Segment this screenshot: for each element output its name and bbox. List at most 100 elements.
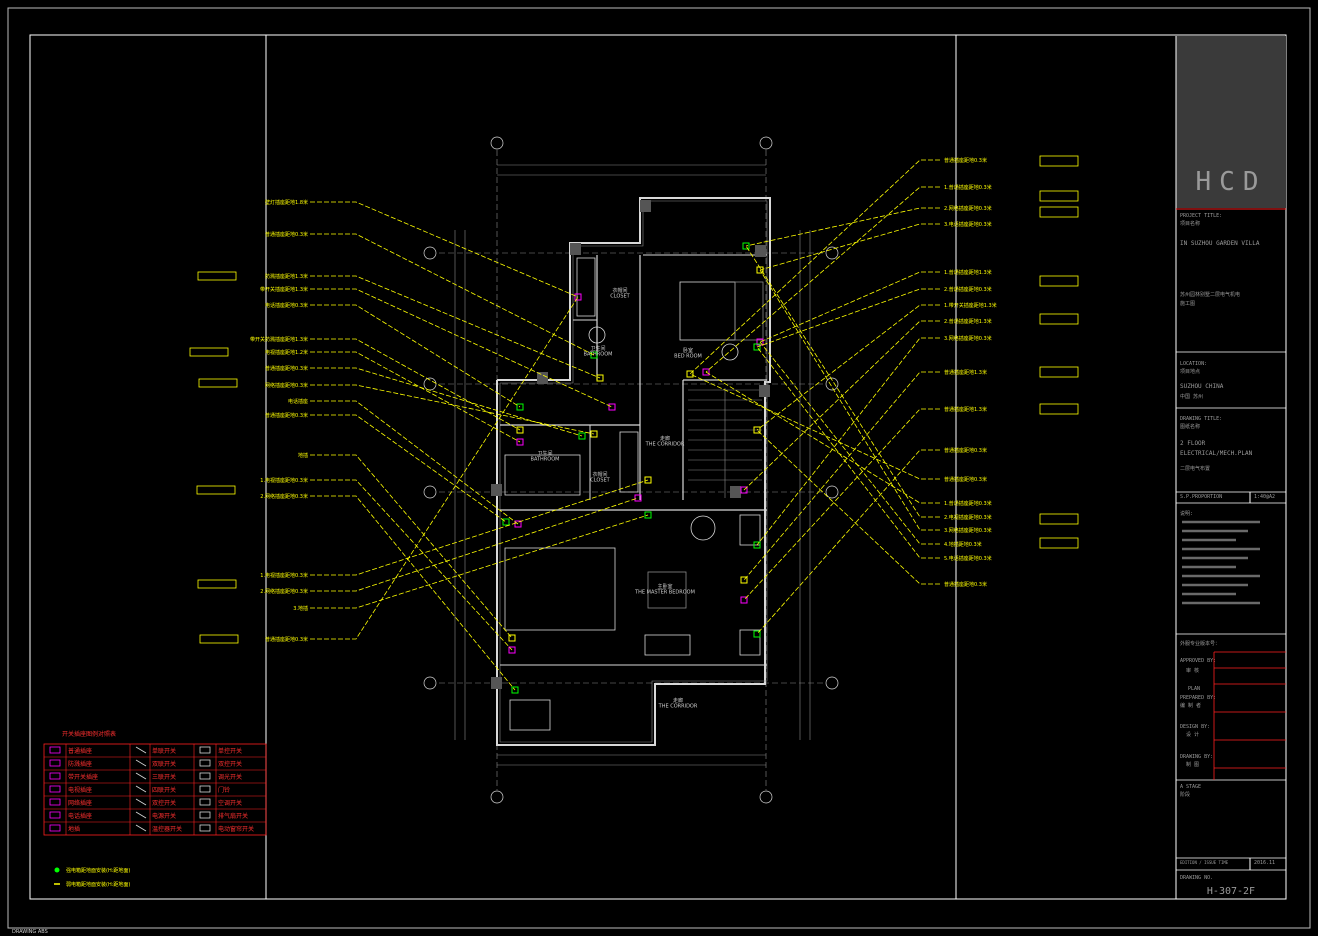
legend-item-b-5: 电源开关 <box>152 812 176 820</box>
right-leader-8 <box>756 337 940 546</box>
socket-symbol-11 <box>508 634 516 642</box>
legend-item-b-3: 四联开关 <box>152 786 176 794</box>
left-label-8: 网络插座距地0.3米 <box>265 382 308 389</box>
right-leader-16 <box>759 341 940 545</box>
column-5 <box>491 484 502 496</box>
bench <box>644 634 691 656</box>
title-block-text-8: 中国 苏州 <box>1180 393 1203 400</box>
column-6 <box>491 677 502 689</box>
title-block-text-16: 说明: <box>1180 510 1193 517</box>
grid-bubble-11 <box>825 676 839 690</box>
title-block-text-5: LOCATION: <box>1180 361 1207 367</box>
grid-bubble-5 <box>825 246 839 260</box>
legend-sym-a-5 <box>49 811 61 819</box>
bed-top <box>679 281 736 341</box>
grid-bubble-9 <box>825 485 839 499</box>
title-block-text-25: DRAWING BY: <box>1180 754 1213 760</box>
right-label-8: 3.网络插座距地0.3米 <box>944 335 992 342</box>
left-leader-5 <box>310 338 521 431</box>
right-leader-11 <box>756 449 940 635</box>
title-block-text-23: DESIGN BY: <box>1180 724 1210 730</box>
right-leader-3 <box>759 223 940 271</box>
socket-symbol-23 <box>753 426 761 434</box>
right-label-11: 普通插座距地0.3米 <box>944 447 987 454</box>
left-badge-1 <box>189 347 229 357</box>
legend-item-b-6: 温控器开关 <box>152 825 182 833</box>
left-leader-17 <box>310 296 579 640</box>
right-label-3: 3.电话插座距地0.3米 <box>944 221 992 228</box>
legend-item-a-5: 电话插座 <box>68 812 92 820</box>
right-label-15: 3.网络插座距地0.3米 <box>944 527 992 534</box>
left-badge-4 <box>197 579 237 589</box>
legend-sym-c-1 <box>199 759 211 767</box>
grid-bubble-2 <box>490 790 504 804</box>
title-block-text-0: PROJECT TITLE: <box>1180 213 1222 219</box>
left-label-10: 普通插座距地0.3米 <box>265 412 308 419</box>
left-label-16: 3.地插 <box>293 605 308 612</box>
legend-item-c-2: 调光开关 <box>218 773 242 781</box>
legend-item-a-6: 地插 <box>68 825 80 833</box>
socket-symbol-14 <box>644 476 652 484</box>
right-label-2: 2.网络插座距地0.3米 <box>944 205 992 212</box>
right-label-13: 1.普通插座距地0.3米 <box>944 500 992 507</box>
corner-chair <box>509 699 551 731</box>
closet-rack-mid <box>619 431 639 493</box>
left-badge-3 <box>196 485 236 495</box>
toilet-top <box>588 326 606 344</box>
grid-bubble-7 <box>825 377 839 391</box>
title-block-text-11: 2 FLOOR <box>1180 440 1206 447</box>
right-badge-0 <box>1039 155 1079 167</box>
right-label-16: 4.地插距地0.3米 <box>944 541 982 548</box>
title-block-text-31: DRAWING NO. <box>1180 875 1213 881</box>
grid-bubble-4 <box>423 246 437 260</box>
right-badge-6 <box>1039 403 1079 415</box>
left-label-17: 普通插座距地0.3米 <box>265 636 308 643</box>
title-block-text-28: 阶段 <box>1180 791 1190 798</box>
right-badge-3 <box>1039 275 1079 287</box>
left-label-7: 普通插座距地0.3米 <box>265 365 308 372</box>
legend-sym-b-3 <box>135 785 147 793</box>
legend-item-c-0: 单控开关 <box>218 747 242 755</box>
left-leader-15 <box>310 497 639 592</box>
socket-symbol-25 <box>753 541 761 549</box>
socket-symbol-1 <box>590 351 598 359</box>
legend-item-b-1: 双联开关 <box>152 760 176 768</box>
right-leader-1 <box>705 186 940 373</box>
socket-symbol-4 <box>516 403 524 411</box>
title-block-text-4: 施工图 <box>1180 300 1195 307</box>
right-label-5: 2.普通插座距地0.3米 <box>944 286 992 293</box>
legend-item-c-3: 门铃 <box>218 786 230 794</box>
title-block-text-13: 二层电气布置 <box>1180 465 1210 472</box>
right-label-7: 2.普通插座距地1.3米 <box>944 318 992 325</box>
title-block-text-29: EDITION / ISSUE TIME <box>1180 860 1229 865</box>
socket-symbol-13 <box>511 686 519 694</box>
socket-symbol-9 <box>514 520 522 528</box>
title-block-text-1: 项目名称 <box>1180 220 1200 227</box>
left-leader-9 <box>310 400 519 525</box>
wardrobe-top <box>734 281 764 341</box>
side-table-1 <box>739 514 761 546</box>
title-block-text-27: A STAGE <box>1180 784 1201 790</box>
legend-title: 开关插座图例对照表 <box>62 730 116 738</box>
legend-sym-b-0 <box>135 746 147 754</box>
left-label-0: 壁灯插座距地1.8米 <box>265 199 308 206</box>
right-leader-17 <box>756 346 940 559</box>
column-4 <box>730 486 741 498</box>
legend-item-c-6: 电动窗帘开关 <box>218 825 254 833</box>
socket-symbol-10 <box>502 518 510 526</box>
left-leader-2 <box>310 275 601 379</box>
socket-symbol-5 <box>516 426 524 434</box>
grid-bubble-3 <box>759 790 773 804</box>
left-label-15: 2.网络插座距地0.3米 <box>260 588 308 595</box>
title-block-text-15: 1:40@A2 <box>1254 494 1275 500</box>
left-label-9: 电话插座 <box>288 398 308 405</box>
right-leader-14 <box>745 245 940 518</box>
column-7 <box>640 200 651 212</box>
logo-panel <box>1176 36 1286 208</box>
left-leader-6 <box>310 351 521 443</box>
legend-sym-b-2 <box>135 772 147 780</box>
